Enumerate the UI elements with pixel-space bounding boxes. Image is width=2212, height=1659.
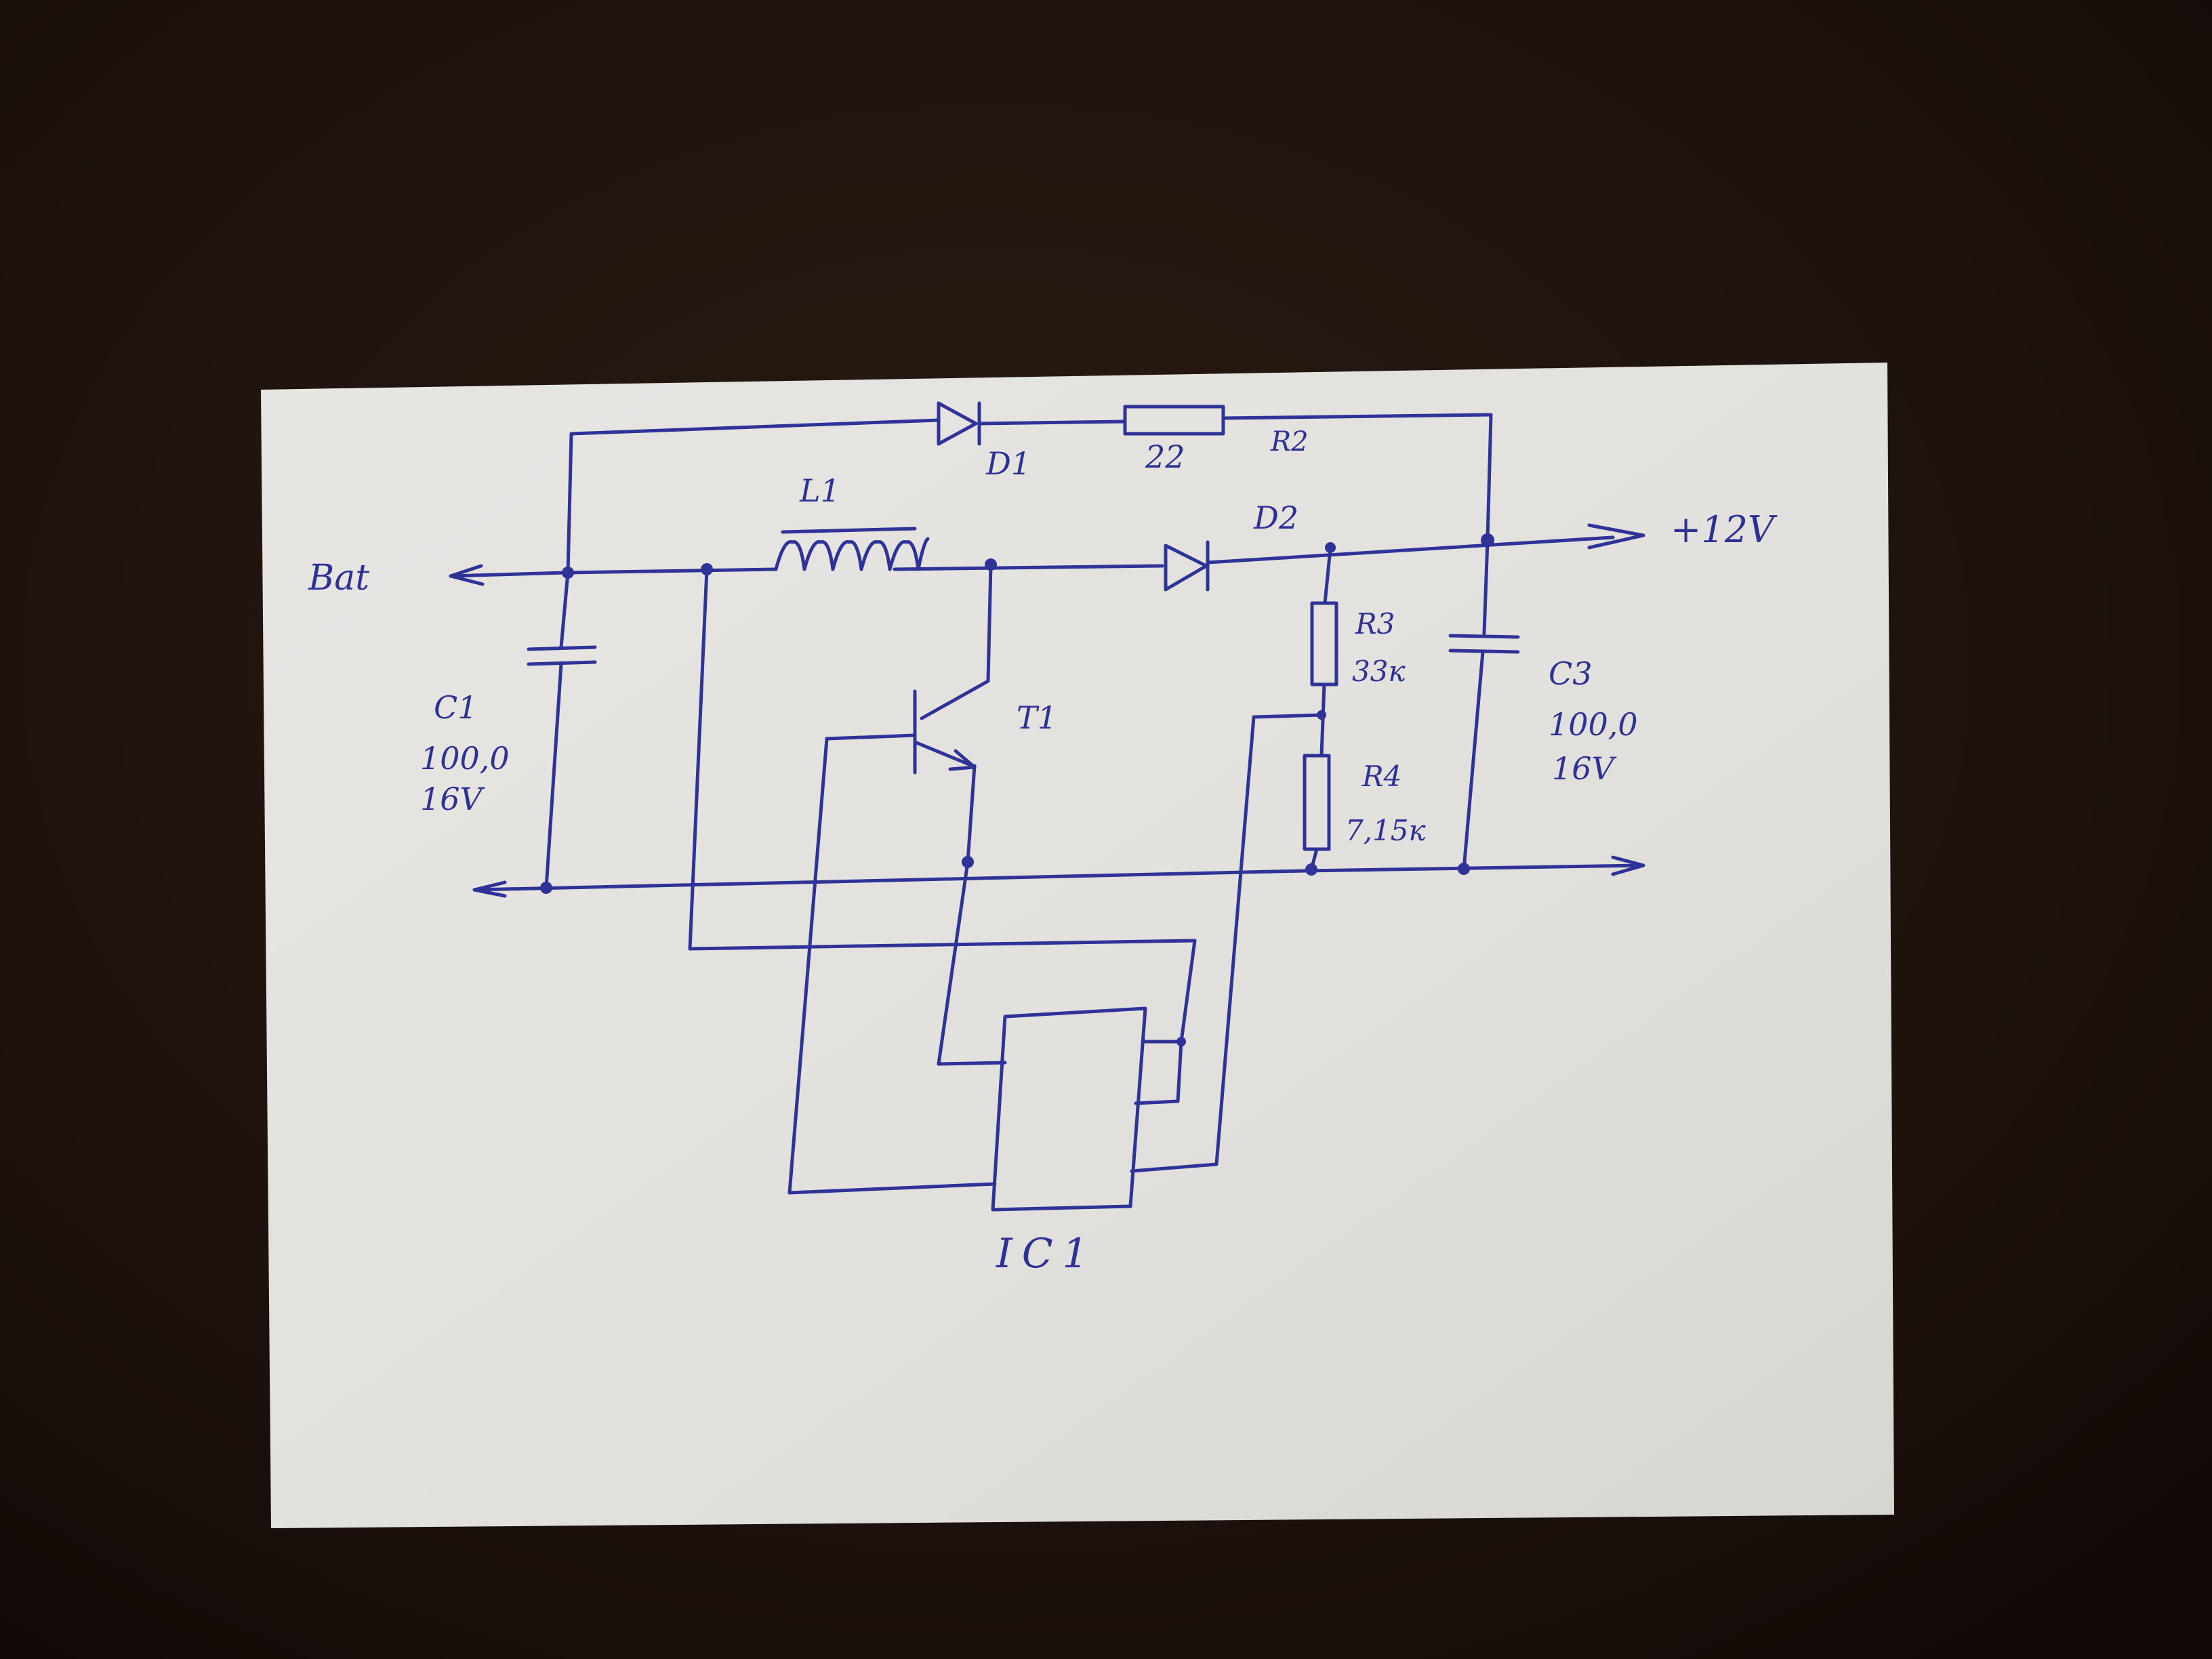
label-r2-value: 22	[1145, 438, 1185, 475]
top-rail-right	[1206, 535, 1615, 565]
r3-lead-bottom	[1319, 682, 1326, 758]
feedback-vertical	[1214, 715, 1256, 1166]
r2-resistor	[1123, 405, 1225, 436]
label-d1: D1	[985, 445, 1031, 482]
t1-base-vertical	[787, 737, 829, 1195]
ic-right-pin1-b	[1176, 1040, 1183, 1103]
t1-base-left	[825, 733, 917, 741]
label-c3-capacitance: 100,0	[1549, 706, 1638, 743]
label-c3-voltage: 16V	[1552, 750, 1618, 787]
label-d2: D2	[1253, 499, 1298, 536]
emitter-to-ic	[937, 860, 970, 1066]
junction-dots	[540, 533, 1494, 1046]
d2-diode	[1164, 540, 1210, 592]
label-plus12v: +12V	[1671, 508, 1778, 551]
label-c1: C1	[434, 689, 477, 726]
top-rail-left	[564, 567, 778, 575]
label-r3: R3	[1355, 607, 1395, 640]
ic-feed-horizontal	[688, 939, 1197, 951]
label-ic1: IC1	[996, 1230, 1098, 1277]
label-r4: R4	[1361, 760, 1401, 793]
loop-top-right	[1221, 413, 1493, 420]
label-l1: L1	[799, 472, 840, 509]
ic-feed-down	[1179, 939, 1197, 1044]
bat-arrow	[449, 564, 568, 586]
label-t1: T1	[1017, 699, 1057, 736]
paper-sheet	[261, 363, 1894, 1528]
r3-lead-top	[1323, 547, 1332, 605]
c1-capacitor	[527, 571, 597, 890]
loop-left-vertical	[566, 432, 573, 575]
ic-right-pin3	[1130, 1162, 1218, 1173]
label-r4-value: 7,15к	[1345, 814, 1427, 847]
plus12v-arrow	[1587, 523, 1645, 550]
label-c1-voltage: 16V	[420, 781, 486, 817]
t1-base-bottom	[787, 1182, 997, 1195]
c3-capacitor	[1448, 538, 1520, 872]
schematic-drawing	[449, 401, 1645, 1212]
l1-inductor	[774, 527, 930, 571]
label-bat: Bat	[308, 558, 369, 598]
loop-right-vertical	[1486, 413, 1493, 542]
t1-transistor	[913, 562, 993, 864]
emitter-ic-horizontal	[937, 1061, 1007, 1066]
top-rail-mid	[893, 564, 1164, 571]
label-r3-value: 33к	[1352, 655, 1406, 688]
ic1-body	[991, 1006, 1147, 1212]
label-r2: R2	[1270, 426, 1309, 457]
label-c1-capacitance: 100,0	[420, 740, 510, 777]
feedback-horizontal	[1252, 713, 1324, 719]
loop-top-left	[569, 418, 941, 436]
label-c3: C3	[1549, 655, 1592, 692]
ic-feed-vertical	[688, 567, 709, 951]
ground-rail	[472, 855, 1645, 898]
loop-top-mid	[977, 419, 1127, 426]
ic-right-pin2	[1134, 1099, 1180, 1105]
